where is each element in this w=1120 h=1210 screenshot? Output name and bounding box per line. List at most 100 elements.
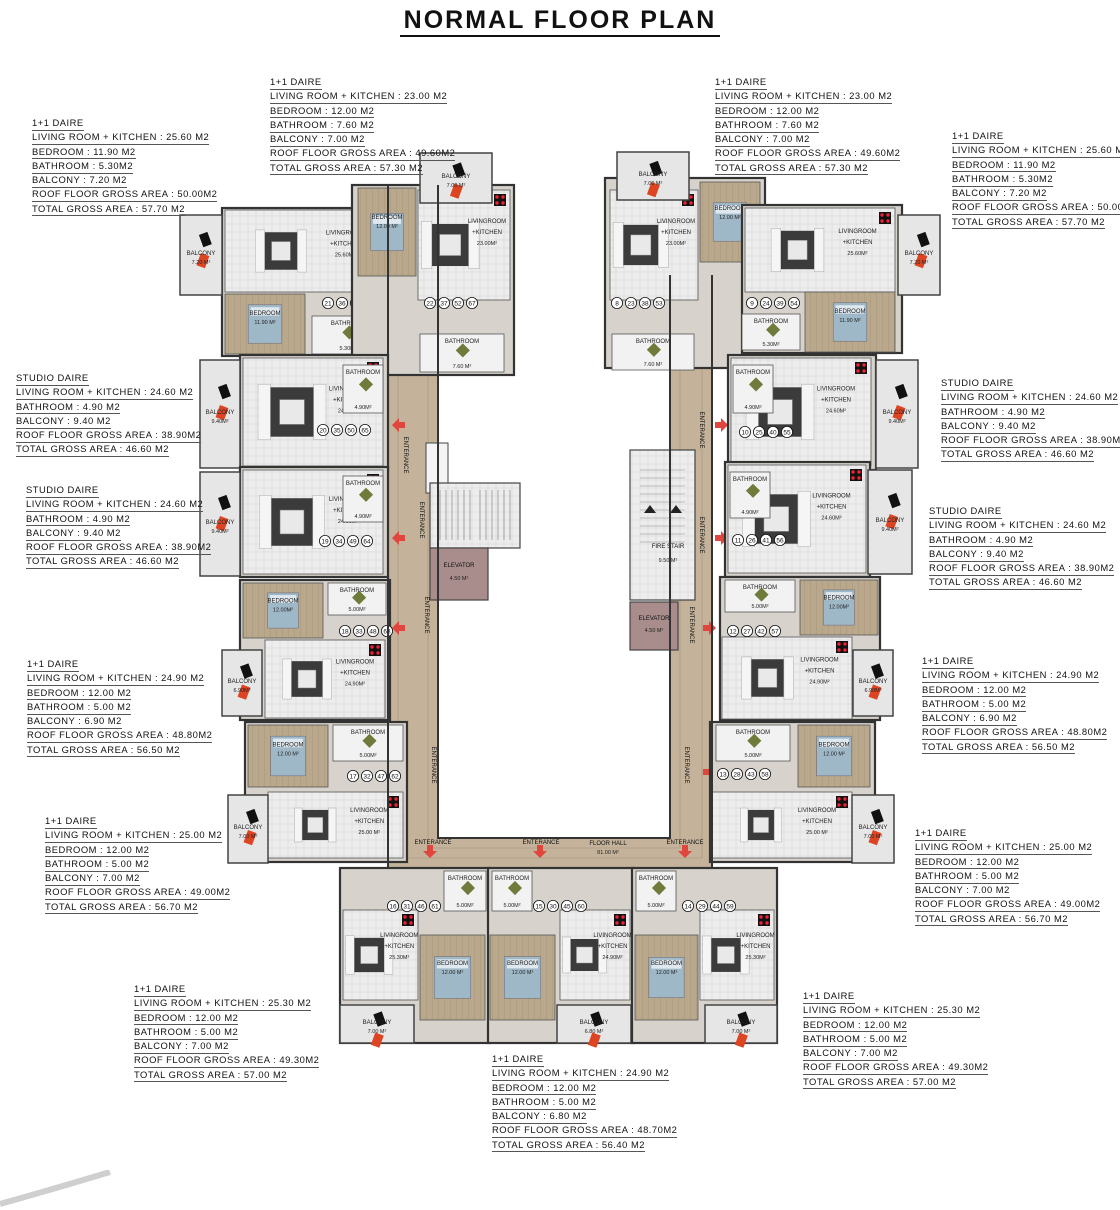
unit-spec: LIVING ROOM + KITCHEN : 23.00 M2	[270, 90, 448, 105]
balcony-chair	[646, 182, 660, 198]
livingroom-label: LIVINGROOM	[657, 219, 695, 225]
sofa	[312, 495, 325, 549]
livingroom-label: LIVINGROOM	[350, 808, 388, 814]
burner	[862, 369, 866, 373]
unit-number-circle	[774, 534, 787, 547]
burner	[843, 797, 847, 801]
livingroom-label: LIVINGROOM	[800, 658, 838, 664]
unit-spec: ROOF FLOOR GROSS AREA : 38.90M2	[16, 429, 202, 443]
unit-number: 35	[333, 427, 341, 434]
unit-number: 61	[431, 903, 439, 910]
unit-spec: BEDROOM : 12.00 M2	[45, 844, 150, 858]
bath-mat	[754, 587, 769, 602]
sofa	[282, 658, 292, 700]
balcony-chair	[885, 514, 899, 530]
unit-type: STUDIO DAIRE	[929, 505, 1002, 519]
unit-number: 58	[761, 771, 769, 778]
livingroom-label: LIVINGROOM	[812, 493, 850, 499]
entrance-arrow	[703, 621, 716, 635]
unit-number-circle	[639, 296, 652, 309]
balcony-chair	[868, 684, 882, 700]
bathroom-label: BATHROOM	[736, 730, 770, 736]
unit-number: 18	[341, 628, 349, 635]
livingroom-area: 24.90M²	[345, 681, 365, 687]
sofa	[773, 807, 782, 843]
unit-number-circle	[755, 625, 768, 638]
unit-spec: BALCONY : 6.90 M2	[922, 712, 1017, 726]
balcony-label: BALCONY	[727, 1020, 756, 1026]
unit-number-circle	[745, 768, 758, 781]
coffee-table	[279, 399, 305, 425]
unit-number: 48	[369, 628, 377, 635]
unit-number: 44	[712, 903, 720, 910]
unit-spec: TOTAL GROSS AREA : 46.60 M2	[929, 576, 1082, 591]
unit-number: 40	[769, 429, 777, 436]
burner	[843, 803, 847, 807]
bathroom-label: BATHROOM	[351, 730, 385, 736]
burner	[759, 921, 763, 925]
unit-number: 49	[349, 538, 357, 545]
unit-spec: TOTAL GROSS AREA : 57.70 M2	[952, 216, 1105, 230]
bathroom-label: BATHROOM	[736, 370, 770, 376]
burner	[843, 642, 847, 646]
pillow	[825, 592, 853, 600]
sofa	[598, 936, 607, 974]
unit-number: 39	[776, 300, 784, 307]
bedroom-label: BEDROOM	[249, 311, 280, 317]
unit-number-circle	[741, 625, 754, 638]
balcony-chair	[892, 405, 906, 421]
balcony-label: BALCONY	[905, 251, 934, 257]
unit-spec: LIVING ROOM + KITCHEN : 25.60 M2	[32, 131, 210, 146]
unit-number: 57	[771, 628, 779, 635]
balcony-chair	[370, 1032, 384, 1048]
bathroom-area: 7.60 M²	[644, 362, 663, 368]
entrance-label: ENTERANCE	[402, 436, 408, 473]
sofa	[421, 221, 433, 269]
unit-number: 36	[338, 300, 346, 307]
balcony-area: 9.40M²	[211, 529, 228, 535]
unit-spec: ROOF FLOOR GROSS AREA : 49.00M2	[45, 886, 231, 901]
unit-number: 47	[377, 773, 385, 780]
entrance-label: ENTERANCE	[688, 606, 694, 643]
unit-spec: BATHROOM : 7.60 M2	[715, 119, 820, 133]
unit-spec: LIVING ROOM + KITCHEN : 25.30 M2	[134, 997, 312, 1012]
unit-spec: BEDROOM : 12.00 M2	[915, 856, 1020, 870]
unit-spec: BATHROOM : 5.00 M2	[134, 1026, 239, 1040]
kitchen-label: +KITCHEN	[661, 230, 691, 236]
stair-arrow	[644, 505, 656, 513]
balcony-chair	[217, 494, 231, 511]
sofa	[384, 935, 394, 975]
bedroom-area: 12.00 M²	[719, 215, 741, 221]
bedroom-area: 12.00 M²	[823, 752, 845, 758]
unit-number: 29	[698, 903, 706, 910]
balcony-chair	[649, 160, 663, 177]
unit-number: 62	[391, 773, 399, 780]
unit-number: 9	[750, 300, 754, 307]
bath-mat	[747, 733, 762, 748]
bedroom-label: BEDROOM	[267, 598, 298, 604]
unit-number-circle	[724, 900, 737, 913]
bathroom-label: BATHROOM	[636, 339, 670, 345]
burner	[388, 797, 392, 801]
unit-number: 37	[440, 300, 448, 307]
unit-spec: BATHROOM : 5.30M2	[32, 160, 134, 174]
kitchen-label: +KITCHEN	[598, 944, 628, 950]
burner	[394, 797, 398, 801]
unit-number: 43	[747, 771, 755, 778]
burner	[403, 921, 407, 925]
livingroom-area: 24.60M²	[826, 408, 846, 414]
bath-mat	[766, 322, 781, 337]
unit-number-circle	[769, 625, 782, 638]
coffee-table	[753, 817, 769, 833]
unit-number-circle	[366, 625, 379, 638]
burner	[837, 797, 841, 801]
unit-spec: BALCONY : 9.40 M2	[929, 548, 1024, 562]
bedroom-area: 12.00 M²	[512, 970, 534, 976]
bath-mat	[352, 590, 367, 605]
sofa	[741, 656, 752, 700]
unit-number: 13	[719, 771, 727, 778]
unit-spec: ROOF FLOOR GROSS AREA : 49.00M2	[915, 898, 1101, 913]
